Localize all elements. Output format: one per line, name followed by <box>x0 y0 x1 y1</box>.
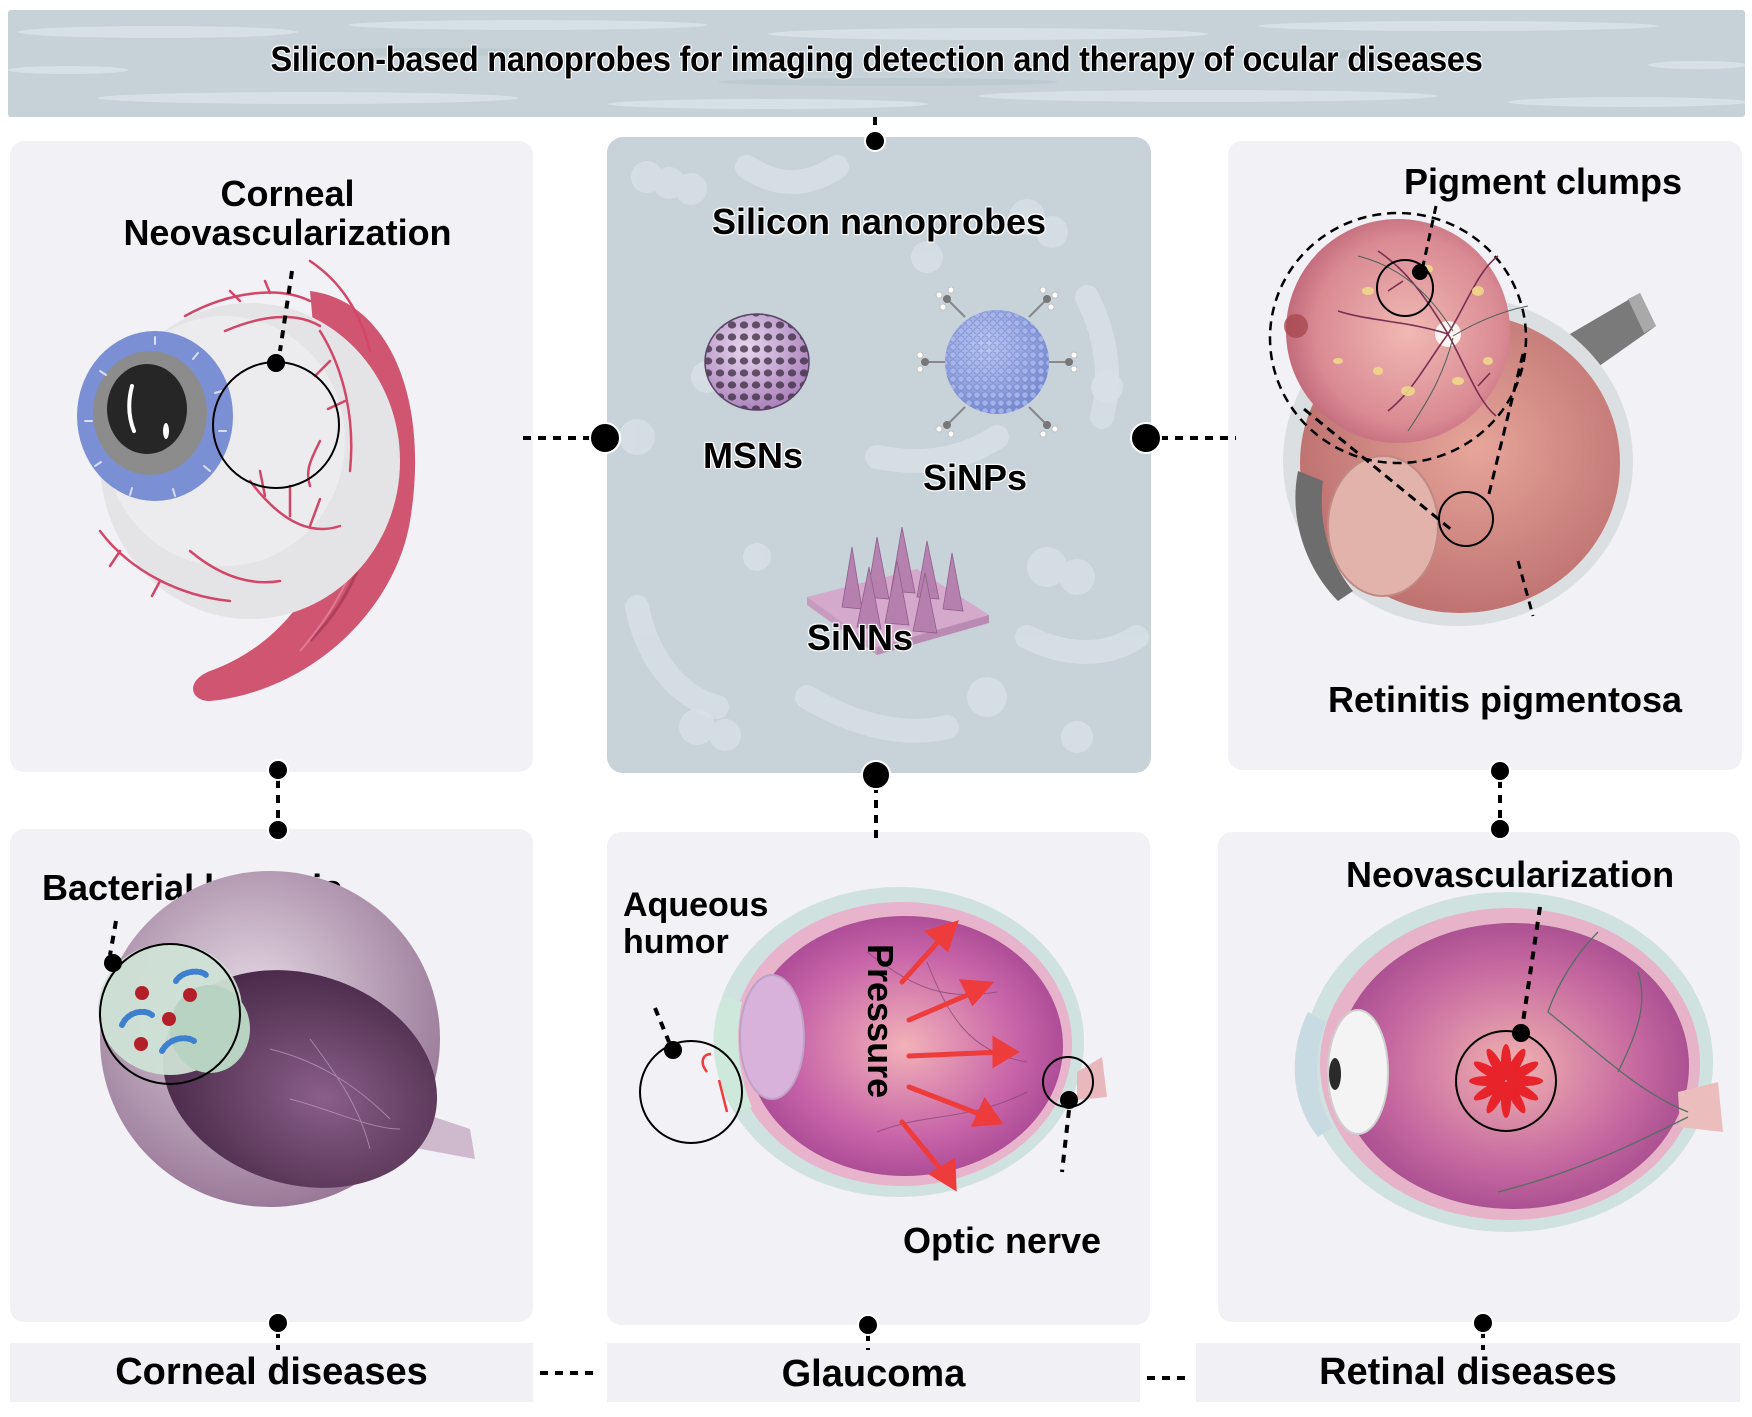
glaucoma-category-label: Glaucoma <box>781 1353 966 1395</box>
retinal-diseases-label: Retinal diseases <box>1319 1351 1617 1393</box>
pressure-label: Pressure <box>860 944 901 1099</box>
retinitis-pigmentosa-label: Retinitis pigmentosa <box>1328 679 1683 720</box>
silicon-nanoprobes-title: Silicon nanoprobes <box>711 201 1047 242</box>
eye-neovascular-cross-section-icon <box>1294 892 1723 1232</box>
panel-glaucoma: Aqueous humor <box>607 832 1150 1325</box>
neovascular-flower-icon <box>1469 1044 1543 1118</box>
category-retinal-diseases: Retinal diseases <box>1196 1343 1740 1402</box>
corneal-neovascularization-label: Corneal Neovascularization <box>10 173 533 253</box>
page-title: Silicon-based nanoprobes for imaging det… <box>270 40 1483 79</box>
optic-nerve-label: Optic nerve <box>903 1220 1102 1261</box>
pigment-clumps-label: Pigment clumps <box>1404 161 1683 202</box>
panel-silicon-nanoprobes: Silicon nanoprobes MSNs <box>607 137 1151 773</box>
sinns-label: SiNNs <box>807 617 914 658</box>
panel-bacterial-keratitis: Bacterial keratitis <box>10 829 533 1322</box>
aqueous-humor-line1: Aqueous <box>623 886 769 924</box>
aqueous-humor-label: Aqueous humor <box>623 887 768 960</box>
panel-retinal-neovascularization: Neovascularization <box>1218 832 1740 1322</box>
panel-corneal-neovascularization: Corneal Neovascularization <box>10 141 533 772</box>
silicon-nanoneedles-icon <box>807 527 989 655</box>
title-banner: Silicon-based nanoprobes for imaging det… <box>8 10 1745 117</box>
eyeball-with-vessels-icon <box>77 259 416 701</box>
mesoporous-silica-nanoparticle-icon <box>704 313 810 411</box>
bacteria-background-texture <box>619 155 1149 753</box>
panel-retinitis-pigmentosa: Pigment clumps <box>1228 141 1742 770</box>
silicon-nanoparticle-icon <box>917 287 1077 437</box>
retina-fundus-eye-icon <box>1268 205 1656 626</box>
category-glaucoma: Glaucoma <box>607 1343 1140 1402</box>
corneal-label-line2: Neovascularization <box>123 211 452 253</box>
eye-cross-section-bacteria-icon <box>98 871 475 1207</box>
msns-label: MSNs <box>703 435 804 476</box>
eye-pressure-cross-section-icon <box>639 887 1107 1197</box>
aqueous-humor-line2: humor <box>623 922 729 961</box>
corneal-label-line1: Corneal <box>220 173 355 214</box>
neovascularization-label: Neovascularization <box>1346 854 1675 895</box>
category-corneal-diseases: Corneal diseases <box>10 1343 533 1402</box>
sinps-label: SiNPs <box>923 457 1028 498</box>
banner-wave-texture <box>8 20 1745 109</box>
corneal-diseases-label: Corneal diseases <box>115 1351 428 1393</box>
